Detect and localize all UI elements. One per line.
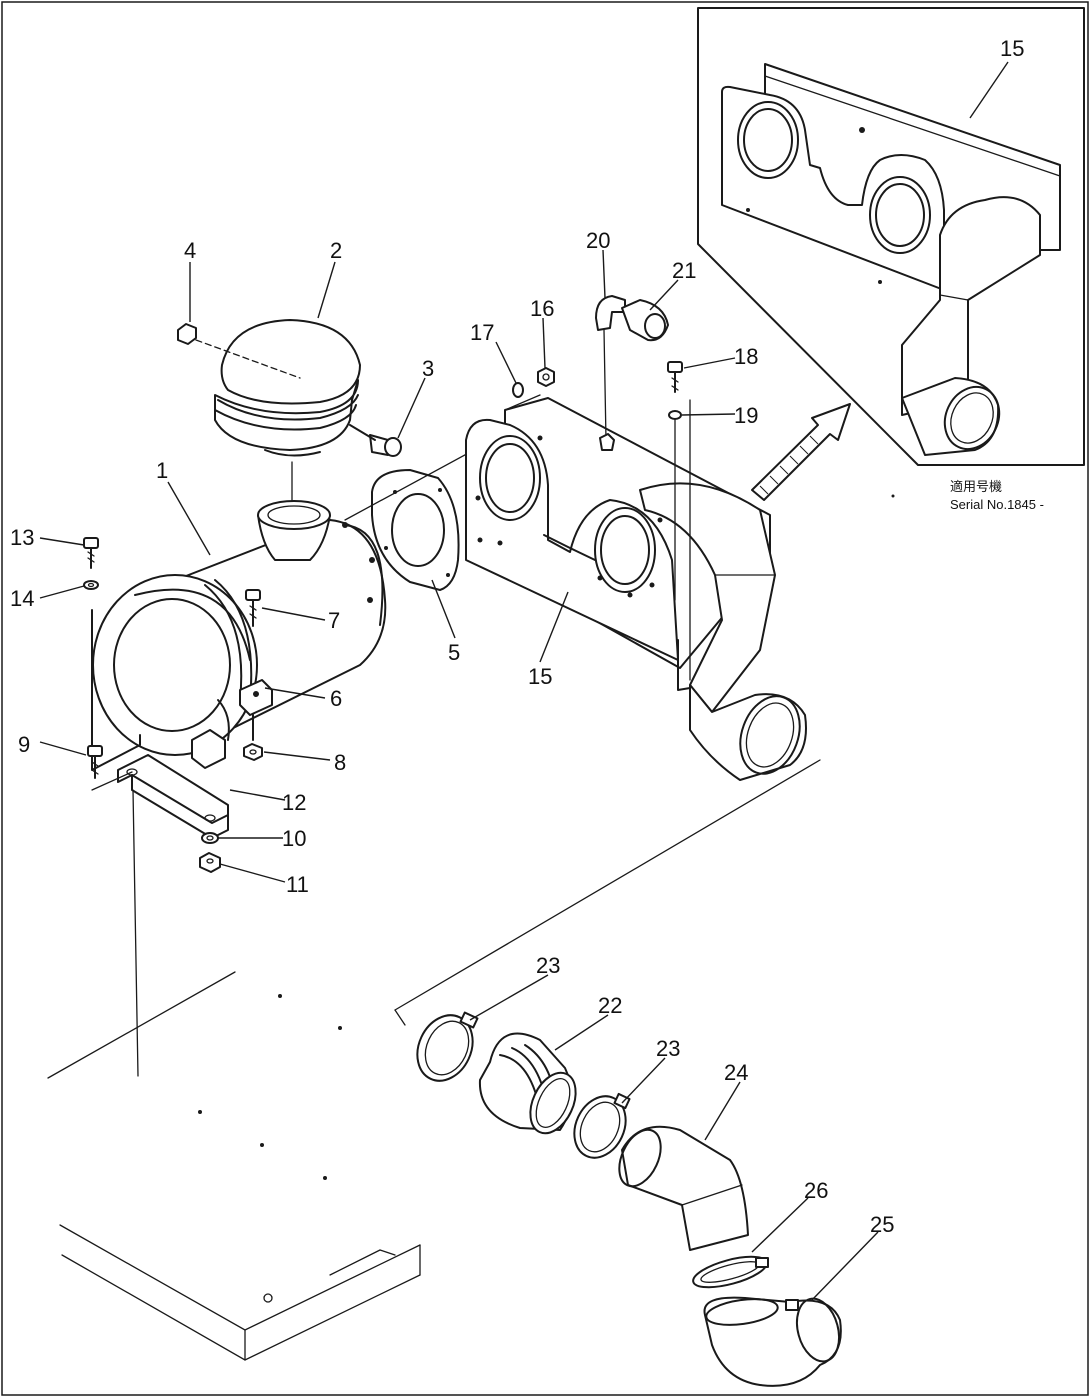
precleaner-cap [214, 319, 361, 501]
intake-duct-box [465, 397, 895, 781]
mounting-plate [47, 789, 421, 1361]
hardware-top [504, 295, 683, 601]
callout-16: 16 [530, 296, 554, 321]
gasket [344, 424, 521, 591]
callout-4: 4 [184, 238, 196, 263]
leader-lines [39, 249, 879, 1301]
callout-6: 6 [330, 686, 342, 711]
callout-numbers: 1 2 3 4 5 6 7 8 9 10 11 12 13 14 15 16 1… [10, 228, 894, 1237]
callout-2: 2 [330, 238, 342, 263]
callout-25: 25 [870, 1212, 894, 1237]
serial-number-label: Serial No.1845 - [950, 497, 1044, 512]
callout-9: 9 [18, 732, 30, 757]
callout-19: 19 [734, 403, 758, 428]
callout-24: 24 [724, 1060, 748, 1085]
callout-7: 7 [328, 608, 340, 633]
callout-10: 10 [282, 826, 306, 851]
inset-panel: 15 適用号機 Serial No.1845 - [697, 7, 1085, 512]
callout-18: 18 [734, 344, 758, 369]
callout-15-inset: 15 [1000, 36, 1024, 61]
applicable-serial-label: 適用号機 [950, 479, 1002, 494]
direction-arrow [751, 403, 851, 501]
callout-13: 13 [10, 525, 34, 550]
callout-11: 11 [286, 872, 309, 897]
hardware-left [83, 323, 402, 873]
callout-17: 17 [470, 320, 494, 345]
callout-3: 3 [422, 356, 434, 381]
callout-22: 22 [598, 993, 622, 1018]
callout-21: 21 [672, 258, 696, 283]
hose-assembly [394, 759, 842, 1387]
callout-23a: 23 [536, 953, 560, 978]
air-cleaner-body [91, 500, 387, 771]
callout-14: 14 [10, 586, 34, 611]
callout-1: 1 [156, 458, 168, 483]
callout-26: 26 [804, 1178, 828, 1203]
callout-23b: 23 [656, 1036, 680, 1061]
callout-20: 20 [586, 228, 610, 253]
callout-15: 15 [528, 664, 552, 689]
callout-8: 8 [334, 750, 346, 775]
callout-12: 12 [282, 790, 306, 815]
callout-5: 5 [448, 640, 460, 665]
